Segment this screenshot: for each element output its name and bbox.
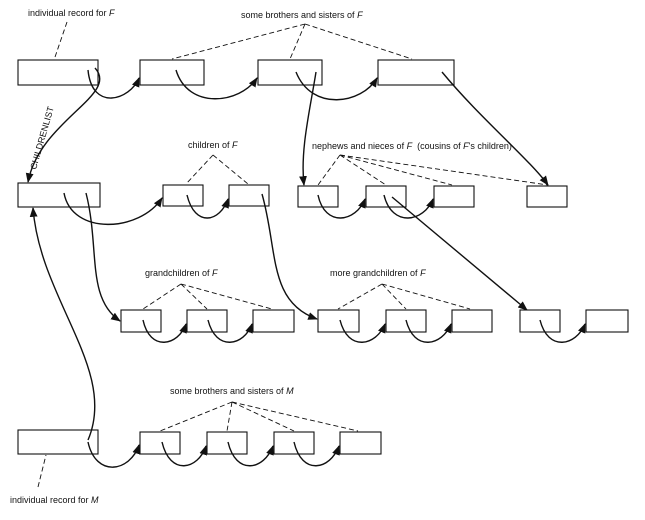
label-nephews: nephews and nieces of F (cousins of F's … — [312, 141, 512, 151]
nephew-3-box — [433, 185, 475, 208]
grandchild-1-box — [120, 309, 162, 333]
sibling-m-2-box — [206, 431, 248, 455]
record-f-box — [17, 59, 99, 86]
label-record-f: individual record for F — [28, 8, 115, 18]
child-f-2-box — [228, 184, 270, 207]
label-record-m: individual record for M — [10, 495, 99, 505]
grandchild-2-box — [186, 309, 228, 333]
record-m-box — [17, 429, 99, 455]
label-leader-lines — [37, 21, 549, 488]
grandchild-3-box — [252, 309, 295, 333]
label-siblings-m: some brothers and sisters of M — [170, 386, 294, 396]
sibling-f-1-box — [139, 59, 205, 86]
grandchild-6-box — [451, 309, 493, 333]
nephew-4-box — [526, 185, 568, 208]
label-siblings-f: some brothers and sisters of F — [241, 10, 363, 20]
sibling-m-4-box — [339, 431, 382, 455]
sibling-f-2-box — [257, 59, 323, 86]
label-children-f: children of F — [188, 140, 238, 150]
sibling-m-1-box — [139, 431, 181, 455]
child-f-1-box — [162, 184, 204, 207]
grandchild-8-box — [585, 309, 629, 333]
nephew-2-box — [365, 185, 407, 208]
label-grandchildren-f: grandchildren of F — [145, 268, 218, 278]
label-more-grandchildren-f: more grandchildren of F — [330, 268, 426, 278]
link-arrows — [25, 67, 586, 468]
grandchild-4-box — [317, 309, 360, 333]
label-childrenlist: CHILDRENLIST — [28, 105, 56, 171]
sibling-f-3-box — [377, 59, 455, 86]
